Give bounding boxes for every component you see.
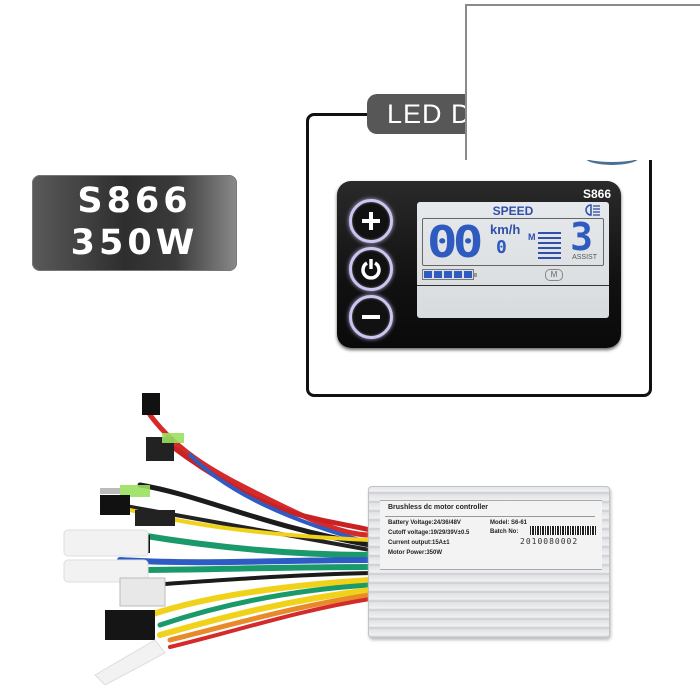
spec-battery-voltage: Battery Voltage:24/36/48V [388,520,461,526]
plus-icon [362,212,380,230]
level-bars-icon [538,232,561,262]
speed-value: 00 [427,217,483,268]
spec-current-output: Current output:15A±1 [388,540,450,546]
display-model-label: S866 [582,187,611,201]
model-label: Model: S6-61 [490,520,528,526]
overlay-panel [465,4,700,160]
motor-icon: M [545,269,563,281]
minus-button[interactable] [349,295,393,339]
mode-label: M [528,232,536,242]
badge-power: 350W [70,223,199,263]
motor-controller: Brushless dc motor controller Battery Vo… [368,486,610,638]
badge-model: S866 [77,181,192,221]
label-divider [385,516,595,517]
lcd-screen: SPEED 00 km/h 0 M 3 ASSIST M [417,202,609,318]
batch-number: 2010080002 [520,537,579,546]
assist-level: 3 [570,215,593,259]
barcode-icon [530,526,596,535]
speed-title: SPEED [492,204,534,218]
lcd-display-unit: S866 SPEED 00 km/h 0 M 3 ASSIST M [337,181,621,348]
plus-button[interactable] [349,199,393,243]
battery-icon [422,269,477,280]
product-badge: S866 350W [32,175,237,271]
trip-digit: 0 [496,237,507,258]
callout-tab-label: LED D [367,94,465,134]
controller-label: Brushless dc motor controller Battery Vo… [380,500,602,570]
power-icon [361,259,381,280]
connector [142,393,160,415]
decorative-arc [585,150,639,165]
power-button[interactable] [349,247,393,291]
lcd-main-area: 00 km/h 0 M 3 ASSIST [422,215,604,268]
headlight-icon [583,204,601,216]
speed-unit: km/h [490,222,521,237]
assist-label: ASSIST [572,254,597,261]
lcd-divider [417,285,609,286]
spec-motor-power: Motor Power:350W [388,550,443,556]
batch-label: Batch No: [490,529,519,535]
wire-harness [63,393,373,685]
spec-cutoff-voltage: Cutoff voltage:19/29/39V±0.5 [388,530,470,536]
minus-icon [362,315,380,319]
controller-title: Brushless dc motor controller [388,504,488,511]
